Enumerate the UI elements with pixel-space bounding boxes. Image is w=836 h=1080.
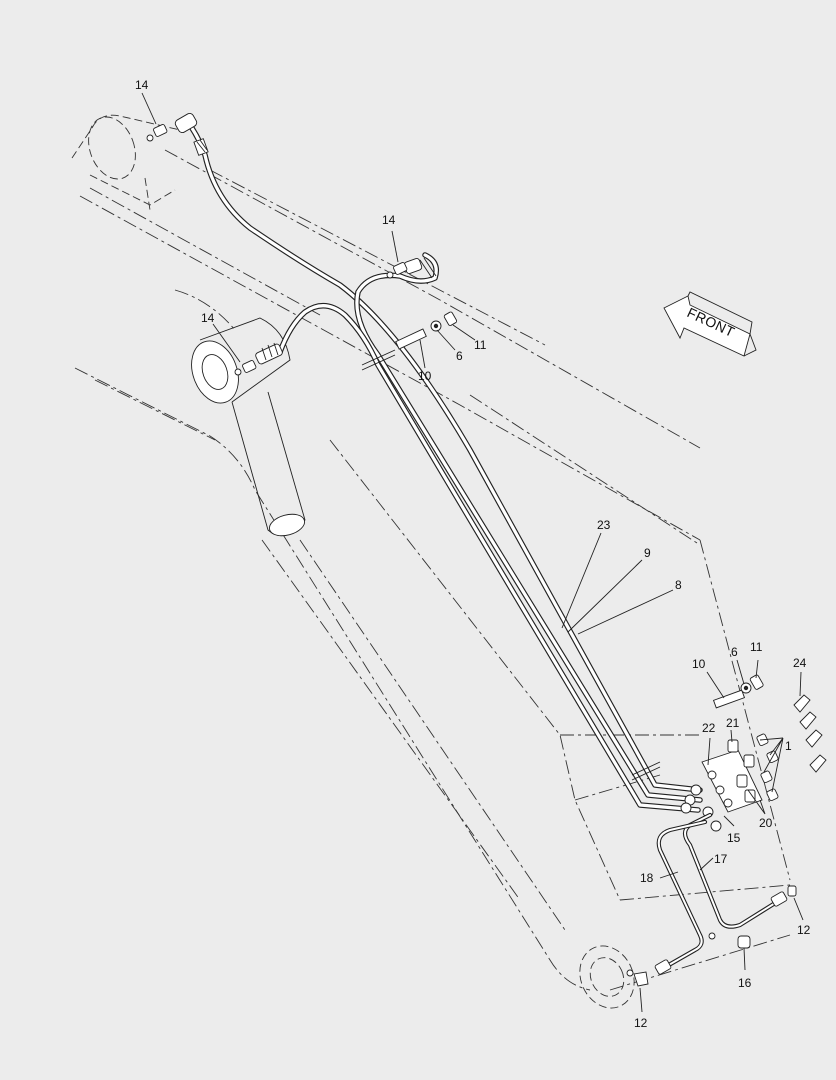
callout-14-mid: 14 bbox=[382, 213, 396, 227]
callout-10-lower: 10 bbox=[692, 657, 706, 671]
boom-cylinder bbox=[191, 317, 306, 537]
pipe-end-fittings bbox=[626, 885, 797, 987]
hose-middle bbox=[354, 252, 703, 803]
callout-15: 15 bbox=[727, 831, 741, 845]
callout-8: 8 bbox=[675, 578, 682, 592]
callout-6-lower: 6 bbox=[731, 645, 738, 659]
callout-10-upper: 10 bbox=[418, 369, 432, 383]
callout-9: 9 bbox=[644, 546, 651, 560]
front-direction-arrow: FRONT bbox=[663, 291, 757, 357]
callout-24: 24 bbox=[793, 656, 807, 670]
boom-foot-boss bbox=[579, 945, 635, 1009]
callout-18: 18 bbox=[640, 871, 654, 885]
clamp-upper bbox=[361, 311, 458, 371]
pipe-17 bbox=[682, 812, 783, 929]
callout-22: 22 bbox=[702, 721, 716, 735]
hose-fitting-top bbox=[174, 112, 209, 156]
callout-17: 17 bbox=[714, 852, 728, 866]
elbows-24 bbox=[793, 694, 827, 773]
callout-12-bottom: 12 bbox=[634, 1016, 648, 1030]
callout-11-upper: 11 bbox=[474, 338, 487, 352]
pipe-18 bbox=[656, 819, 708, 973]
clamp-lower bbox=[631, 674, 764, 781]
callout-21: 21 bbox=[726, 716, 740, 730]
fittings-21 bbox=[727, 733, 779, 803]
callout-23: 23 bbox=[597, 518, 611, 532]
adapter-14-mid bbox=[386, 262, 408, 279]
adapter-14-top bbox=[146, 124, 168, 142]
callout-11-lower: 11 bbox=[750, 640, 763, 654]
hose-lower bbox=[277, 303, 701, 813]
hose-fitting-mid bbox=[403, 257, 437, 279]
leader-lines bbox=[141, 92, 804, 1013]
callout-14-top: 14 bbox=[135, 78, 149, 92]
callout-14-cylinder: 14 bbox=[201, 311, 215, 325]
hose-upper bbox=[187, 122, 703, 793]
adapter-14-cyl bbox=[234, 360, 257, 376]
callout-labels: 14 14 14 11 6 10 23 9 8 10 6 11 24 22 21… bbox=[135, 78, 811, 1030]
boom-outline bbox=[71, 114, 791, 991]
callout-6-upper: 6 bbox=[456, 349, 463, 363]
callout-16: 16 bbox=[738, 976, 752, 990]
callout-20: 20 bbox=[759, 816, 773, 830]
hose-fitting-cyl bbox=[255, 342, 283, 365]
callout-12-right: 12 bbox=[797, 923, 811, 937]
callout-1: 1 bbox=[785, 739, 792, 753]
